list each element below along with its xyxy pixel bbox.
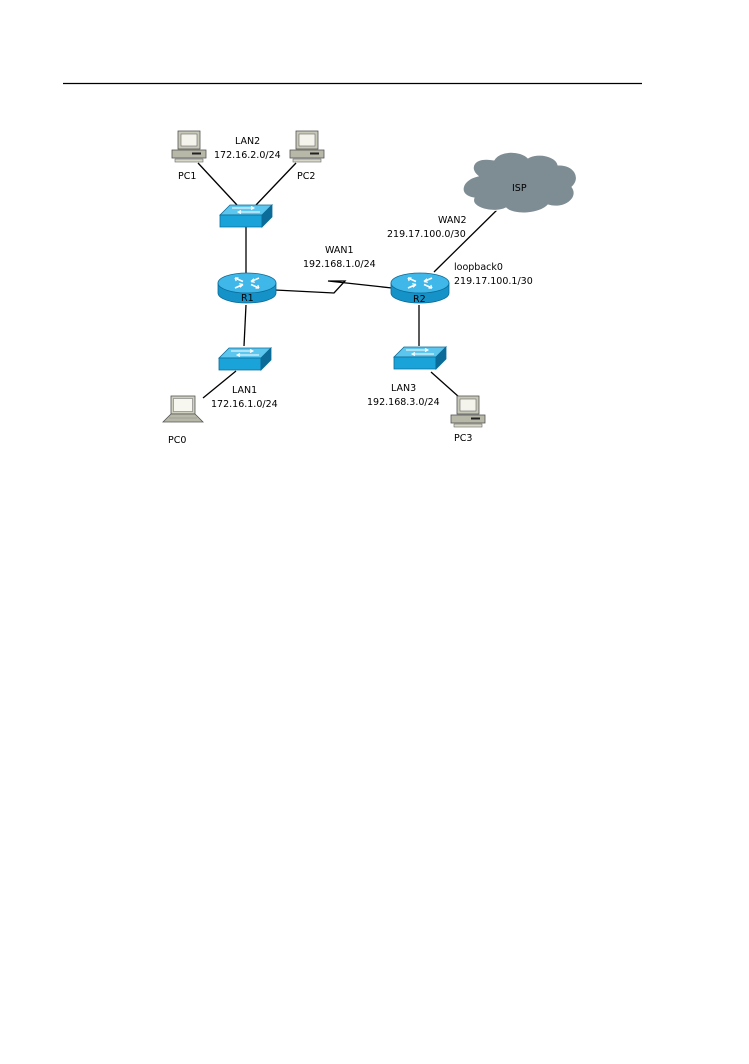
lan1-name: LAN1 xyxy=(232,385,257,396)
r2-label: R2 xyxy=(413,294,426,305)
wan2-name: WAN2 xyxy=(438,215,467,226)
link-r2-isp xyxy=(433,206,501,273)
loopback-name: loopback0 xyxy=(454,262,503,273)
loopback-subnet: 219.17.100.1/30 xyxy=(454,276,533,287)
pc1-desktop-icon xyxy=(171,130,207,163)
link-switch2-pc0 xyxy=(202,370,237,399)
wan1-subnet: 192.168.1.0/24 xyxy=(303,259,376,270)
pc0-laptop-icon xyxy=(162,395,204,423)
switch-lan2-icon xyxy=(219,204,273,228)
pc3-desktop-icon xyxy=(450,395,486,428)
switch-lan3-icon xyxy=(393,346,447,370)
link-switch3-pc3 xyxy=(430,371,460,398)
link-pc2-switch1 xyxy=(255,162,297,206)
isp-label: ISP xyxy=(512,183,527,194)
switch-lan1-icon xyxy=(218,347,272,371)
link-pc1-switch1 xyxy=(197,162,238,206)
isp-cloud-icon xyxy=(462,151,577,214)
lan3-name: LAN3 xyxy=(391,383,416,394)
pc0-label: PC0 xyxy=(168,435,186,446)
link-r1-switch2 xyxy=(243,304,247,347)
wan2-subnet: 219.17.100.0/30 xyxy=(387,229,466,240)
pc3-label: PC3 xyxy=(454,433,472,444)
lan2-name: LAN2 xyxy=(235,136,260,147)
wan1-name: WAN1 xyxy=(325,245,354,256)
link-wan1-serial xyxy=(274,280,393,294)
lan1-subnet: 172.16.1.0/24 xyxy=(211,399,278,410)
r1-label: R1 xyxy=(241,293,254,304)
pc1-label: PC1 xyxy=(178,171,196,182)
lan3-subnet: 192.168.3.0/24 xyxy=(367,397,440,408)
pc2-desktop-icon xyxy=(289,130,325,163)
pc2-label: PC2 xyxy=(297,171,315,182)
lan2-subnet: 172.16.2.0/24 xyxy=(214,150,281,161)
